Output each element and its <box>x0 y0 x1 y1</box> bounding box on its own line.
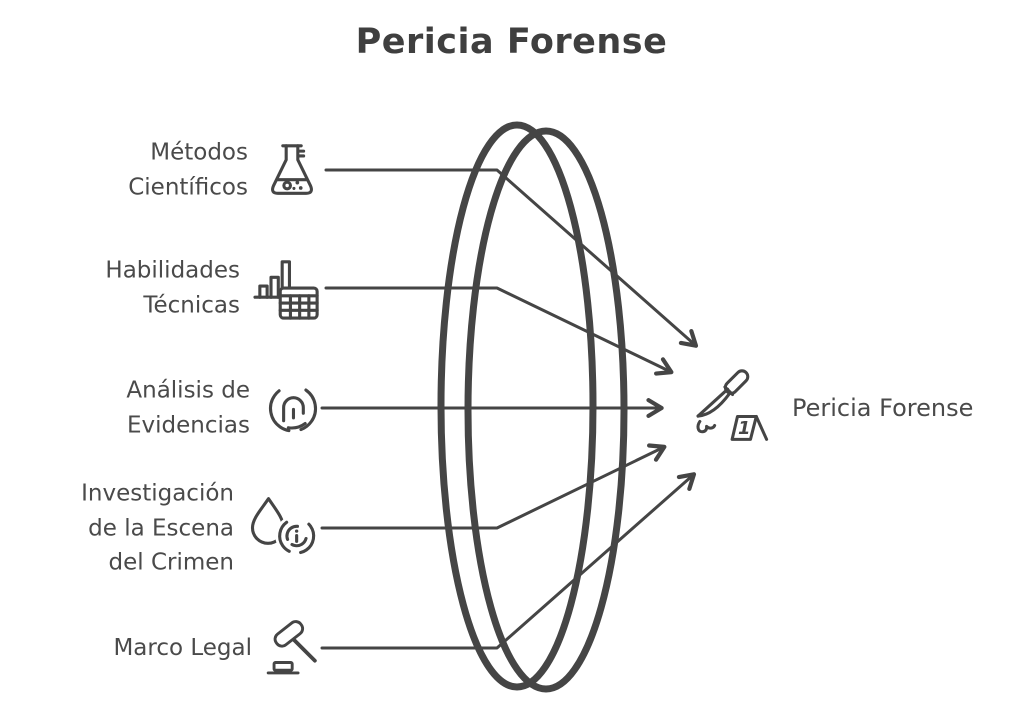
drop-fingerprint-icon <box>250 496 318 558</box>
lens-ellipse-inner <box>464 127 628 693</box>
input-item-metodos-cientificos: Métodos Científicos <box>25 136 323 205</box>
output-item-pericia-forense: 1 Pericia Forense <box>690 368 973 448</box>
flow-line-investigacion <box>320 443 667 530</box>
input-label-marco-legal: Marco Legal <box>113 634 252 661</box>
input-label-habilidades-tecnicas: Habilidades Técnicas <box>105 257 240 319</box>
crime-scene-marker-icon: 1 <box>696 369 769 441</box>
evidence-marker-number: 1 <box>738 418 750 439</box>
lens-ellipse-outer <box>437 121 597 691</box>
input-label-metodos-cientificos: Métodos Científicos <box>128 139 248 201</box>
flow-line-metodos <box>324 168 699 348</box>
gavel-icon <box>266 620 317 675</box>
flow-line-habilidades <box>324 286 674 376</box>
bar-chart-table-icon <box>253 259 319 320</box>
input-label-investigacion-escena: Investigación de la Escena del Crimen <box>81 480 234 576</box>
fingerprint-icon <box>268 383 318 433</box>
input-item-marco-legal: Marco Legal <box>25 617 323 679</box>
output-label-pericia-forense: Pericia Forense <box>792 394 974 422</box>
input-item-habilidades-tecnicas: Habilidades Técnicas <box>25 254 323 323</box>
flask-icon <box>271 143 313 195</box>
input-label-analisis-evidencias: Análisis de Evidencias <box>126 377 250 439</box>
diagram-title: Pericia Forense <box>355 22 668 62</box>
flow-line-marco-legal <box>320 472 697 650</box>
input-item-investigacion-escena: Investigación de la Escena del Crimen <box>25 476 323 580</box>
input-item-analisis-evidencias: Análisis de Evidencias <box>25 374 323 443</box>
